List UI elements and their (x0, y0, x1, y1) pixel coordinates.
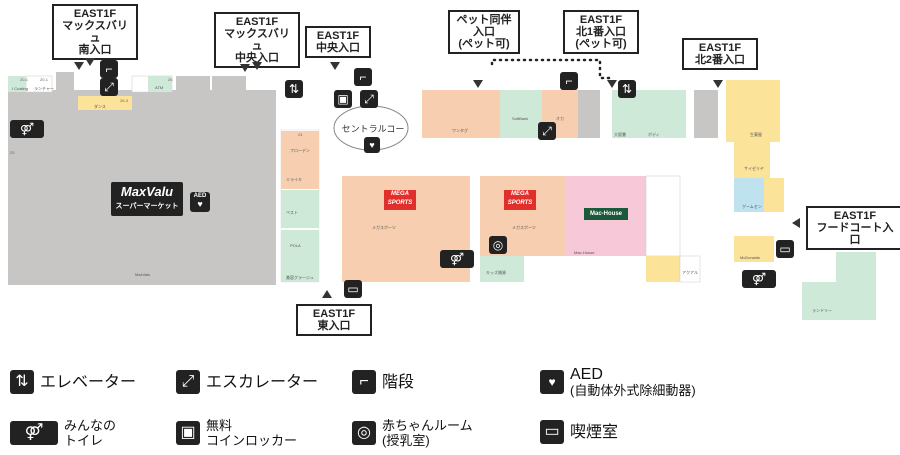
smoking-icon: ▭ (540, 420, 564, 444)
escalator-icon: ⤢ (360, 90, 378, 108)
entrance-maxvalu-central: EAST1F マックスバリュ 中央入口 (214, 12, 300, 68)
legend-escalator: ⤢ エスカレーター (176, 370, 318, 394)
elevator-icon: ⇅ (285, 80, 303, 98)
legend-baby-room-label: 赤ちゃんルーム (授乳室) (382, 418, 473, 448)
smoking-icon: ▭ (776, 240, 794, 258)
toilet-icon: ⚤ (10, 421, 58, 445)
maxvalu-logo: MaxValu スーパーマーケット (111, 182, 183, 216)
legend-smoking: ▭ 喫煙室 (540, 420, 618, 444)
legend-elevator-label: エレベーター (40, 373, 137, 391)
mega-sports-1-logo: MEGA SPORTS (384, 190, 416, 210)
legend-stairs-label: 階段 (382, 373, 415, 391)
escalator-icon: ⤢ (100, 78, 118, 96)
entrance-north2: EAST1F 北2番入口 (682, 38, 758, 70)
escalator-icon: ⤢ (538, 122, 556, 140)
maxvalu-logo-text: MaxValu (120, 184, 174, 199)
maxvalu-aed-text: AED (193, 193, 207, 199)
legend-locker: ▣ 無料 コインロッカー (176, 418, 297, 448)
elevator-icon: ⇅ (618, 80, 636, 98)
locker-icon: ▣ (176, 421, 200, 445)
legend-baby-room: ◎ 赤ちゃんルーム (授乳室) (352, 418, 473, 448)
entrance-north1: EAST1F 北1番入口 (ペット可) (563, 10, 639, 54)
legend-aed-sub: (自動体外式除細動器) (570, 383, 696, 398)
entrance-east: EAST1F 東入口 (296, 304, 372, 336)
toilet-icon: ⚤ (742, 270, 776, 288)
escalator-icon: ⤢ (176, 370, 200, 394)
aed-icon: ♥ (540, 370, 564, 394)
toilet-icon: ⚤ (440, 250, 474, 268)
mac-house-logo: Mac-House (584, 208, 628, 220)
legend-locker-label: 無料 コインロッカー (206, 418, 298, 448)
stairs-icon: ⌐ (354, 68, 372, 86)
legend-smoking-label: 喫煙室 (570, 423, 619, 441)
entrance-central: EAST1F 中央入口 (305, 26, 371, 58)
legend-toilet-label: みんなの トイレ (64, 418, 117, 448)
baby-room-icon: ◎ (489, 236, 507, 254)
maxvalu-sub-text: スーパーマーケット (115, 203, 179, 210)
toilet-icon: ⚤ (10, 120, 44, 138)
elevator-icon: ⇅ (10, 370, 34, 394)
legend-toilet: ⚤ みんなの トイレ (10, 418, 116, 448)
maxvalu-aed-badge: AED ♥ (190, 192, 210, 212)
entrance-food-court: EAST1F フードコート入口 (806, 206, 900, 250)
aed-icon: ♥ (364, 137, 380, 153)
legend-stairs: ⌐ 階段 (352, 370, 414, 394)
stairs-icon: ⌐ (352, 370, 376, 394)
stairs-icon: ⌐ (560, 72, 578, 90)
legend-escalator-label: エスカレーター (206, 373, 319, 391)
legend-aed-label: AED (570, 366, 603, 383)
entrance-pet: ペット同伴 入口 (ペット可) (448, 10, 520, 54)
entrance-south: EAST1F マックスバリュ 南入口 (52, 4, 138, 60)
map-floor-svg (8, 58, 876, 320)
mega-sports-2-logo: MEGA SPORTS (504, 190, 536, 210)
baby-room-icon: ◎ (352, 421, 376, 445)
legend-aed: ♥ AED (自動体外式除細動器) (540, 366, 696, 398)
smoking-icon: ▭ (344, 280, 362, 298)
stairs-icon: ⌐ (100, 60, 118, 78)
legend-elevator: ⇅ エレベーター (10, 370, 136, 394)
locker-icon: ▣ (334, 90, 352, 108)
